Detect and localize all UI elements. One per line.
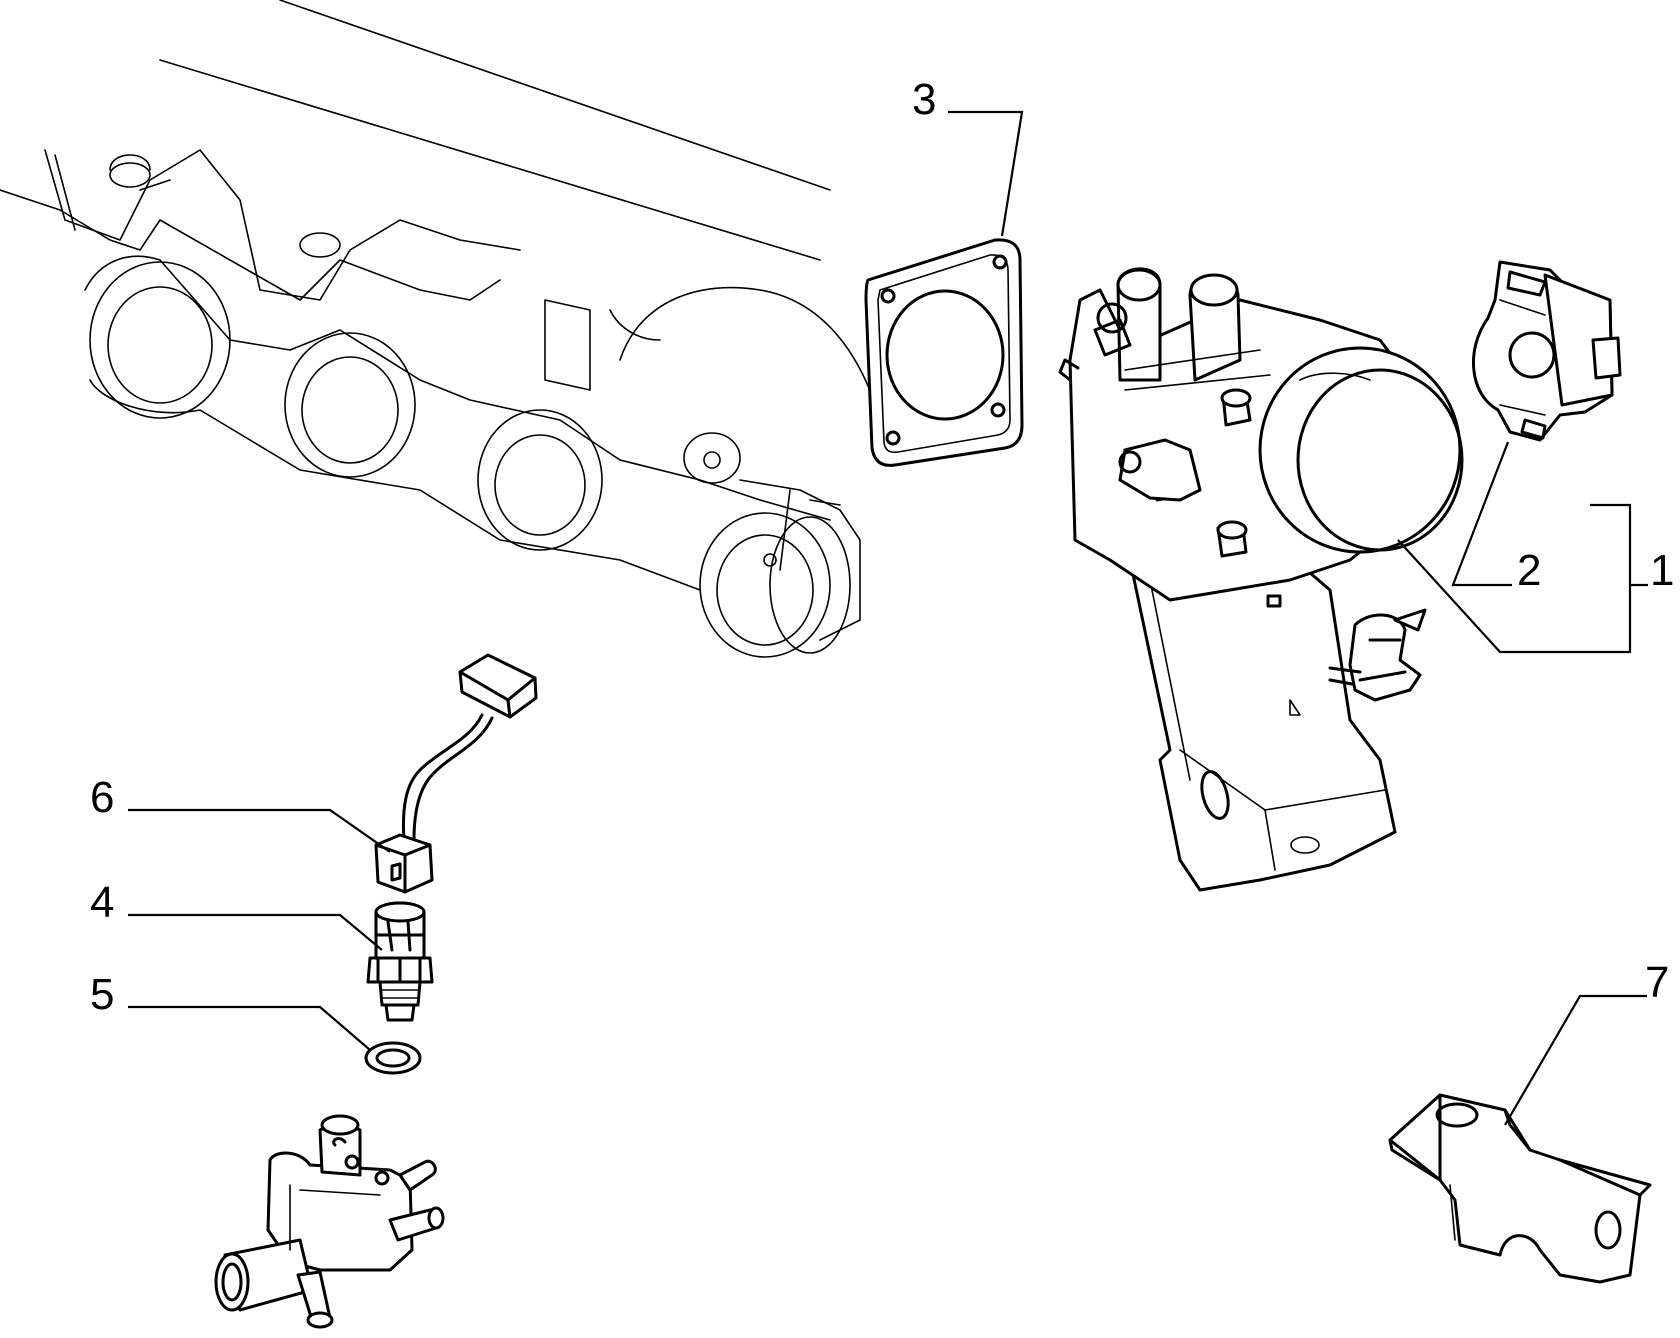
callout-1: 1 bbox=[1650, 546, 1674, 595]
temperature-sensor-part-4 bbox=[366, 901, 434, 1022]
connector-part-6 bbox=[374, 653, 538, 894]
coolant-fitting bbox=[214, 1114, 445, 1329]
callout-5: 5 bbox=[90, 970, 114, 1019]
intake-manifold bbox=[0, 0, 881, 658]
callout-2: 2 bbox=[1517, 546, 1541, 595]
gasket-part-3 bbox=[864, 238, 1024, 467]
callout-3: 3 bbox=[912, 75, 936, 124]
bracket-part-7 bbox=[1388, 1093, 1652, 1284]
callout-4: 4 bbox=[90, 878, 114, 927]
callout-labels: 3 2 1 6 4 5 7 bbox=[90, 75, 1674, 1019]
throttle-body-part-1 bbox=[1058, 267, 1464, 892]
throttle-position-sensor-part-2 bbox=[1472, 260, 1622, 442]
callout-7: 7 bbox=[1645, 958, 1669, 1007]
leader-lines bbox=[128, 110, 1648, 1126]
callout-6: 6 bbox=[90, 773, 114, 822]
washer-part-5 bbox=[364, 1041, 422, 1075]
